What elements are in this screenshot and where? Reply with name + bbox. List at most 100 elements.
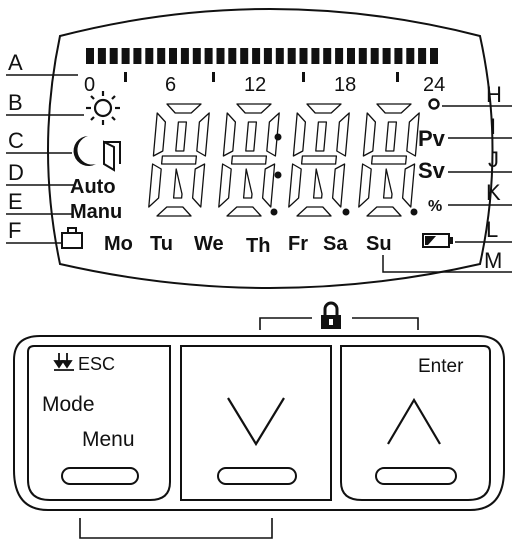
esc-mode-menu-key[interactable]: ESC Mode Menu bbox=[27, 345, 171, 501]
segment bbox=[230, 155, 268, 165]
bar-segment bbox=[252, 48, 261, 64]
callout-d: D bbox=[8, 160, 24, 185]
callout-h: H bbox=[486, 82, 502, 107]
bar-segment bbox=[335, 48, 344, 64]
day-su: Su bbox=[366, 233, 392, 255]
degree-symbol bbox=[428, 98, 440, 110]
callout-i: I bbox=[490, 114, 496, 139]
segment bbox=[226, 206, 262, 217]
time-label-18: 18 bbox=[334, 74, 356, 96]
callout-a: A bbox=[8, 50, 23, 75]
segment bbox=[218, 163, 232, 208]
time-label-24: 24 bbox=[423, 74, 445, 96]
segment bbox=[236, 103, 272, 114]
bar-segment bbox=[394, 48, 403, 64]
segment bbox=[315, 121, 328, 152]
battery-icon bbox=[422, 233, 453, 248]
digit-1 bbox=[148, 103, 210, 217]
bar-segment bbox=[347, 48, 355, 64]
down-chevron-icon bbox=[227, 397, 285, 447]
callout-b: B bbox=[8, 90, 23, 115]
door-icon bbox=[103, 140, 121, 172]
bar-segment bbox=[121, 48, 130, 64]
menu-label: Menu bbox=[82, 428, 135, 451]
segment bbox=[196, 112, 210, 157]
bottom-bracket bbox=[79, 518, 273, 539]
segment bbox=[376, 103, 412, 114]
segment bbox=[306, 103, 342, 114]
bar-segment bbox=[228, 48, 237, 64]
decimal-dot-3 bbox=[342, 208, 350, 216]
tick-mark bbox=[396, 72, 399, 82]
key-led-left bbox=[61, 467, 139, 485]
segment bbox=[160, 155, 198, 165]
esc-label: ESC bbox=[78, 354, 115, 374]
bar-segment bbox=[323, 48, 332, 64]
enter-up-key[interactable]: Enter bbox=[340, 345, 491, 501]
time-label-6: 6 bbox=[165, 74, 176, 96]
segment bbox=[296, 206, 332, 217]
day-we: We bbox=[194, 233, 224, 255]
callout-k: K bbox=[486, 180, 501, 205]
decimal-dot-4 bbox=[410, 208, 418, 216]
bar-segment bbox=[216, 48, 225, 64]
suitcase-icon bbox=[61, 227, 83, 249]
pv-label: Pv bbox=[418, 126, 446, 151]
bar-segment bbox=[157, 48, 166, 64]
segment bbox=[266, 112, 280, 157]
key-led-middle bbox=[217, 467, 297, 485]
left-leaders bbox=[6, 74, 84, 244]
bar-segment bbox=[192, 48, 201, 64]
bar-segment bbox=[406, 48, 415, 64]
tick-mark bbox=[302, 72, 305, 82]
segment bbox=[401, 163, 416, 208]
tick-mark bbox=[212, 72, 215, 82]
segment bbox=[292, 112, 307, 157]
segment bbox=[148, 163, 162, 208]
tick-mark bbox=[124, 72, 127, 82]
callout-m: M bbox=[484, 248, 502, 273]
bar-segment bbox=[418, 48, 427, 64]
sun-icon bbox=[86, 91, 120, 125]
down-key[interactable] bbox=[180, 345, 332, 501]
segment bbox=[261, 163, 276, 208]
bar-segment bbox=[169, 48, 177, 64]
bar-segment bbox=[145, 48, 154, 64]
bar-segment bbox=[97, 48, 106, 64]
double-down-arrow-icon bbox=[53, 353, 74, 371]
decimal-dot-2 bbox=[270, 208, 278, 216]
time-label-0: 0 bbox=[84, 74, 95, 96]
segment bbox=[175, 121, 188, 152]
bar-segment bbox=[430, 48, 438, 64]
right-leaders bbox=[382, 105, 512, 273]
enter-label: Enter bbox=[418, 356, 464, 377]
auto-label: Auto bbox=[70, 176, 116, 198]
segment bbox=[300, 155, 338, 165]
lcd-frame bbox=[47, 8, 494, 289]
up-chevron-icon bbox=[387, 397, 441, 445]
segment bbox=[331, 163, 346, 208]
segment bbox=[370, 155, 408, 165]
callout-f: F bbox=[8, 218, 21, 243]
segment bbox=[242, 168, 253, 199]
display-dots bbox=[270, 133, 418, 216]
bar-segment bbox=[109, 48, 118, 64]
bar-segment bbox=[204, 48, 213, 64]
segment bbox=[222, 112, 237, 157]
bar-segment bbox=[311, 48, 320, 64]
day-th: Th bbox=[246, 235, 270, 257]
moon-icon bbox=[73, 136, 96, 166]
segment bbox=[385, 121, 398, 152]
percent-label: % bbox=[428, 198, 442, 215]
digit-4 bbox=[358, 103, 420, 217]
bar-segment bbox=[263, 48, 272, 64]
segment bbox=[245, 121, 258, 152]
digit-2 bbox=[218, 103, 280, 217]
day-fr: Fr bbox=[288, 233, 308, 255]
bar-segment bbox=[370, 48, 379, 64]
callout-c: C bbox=[8, 128, 24, 153]
segment bbox=[366, 206, 402, 217]
bar-segment bbox=[358, 48, 367, 64]
bar-segment bbox=[382, 48, 391, 64]
